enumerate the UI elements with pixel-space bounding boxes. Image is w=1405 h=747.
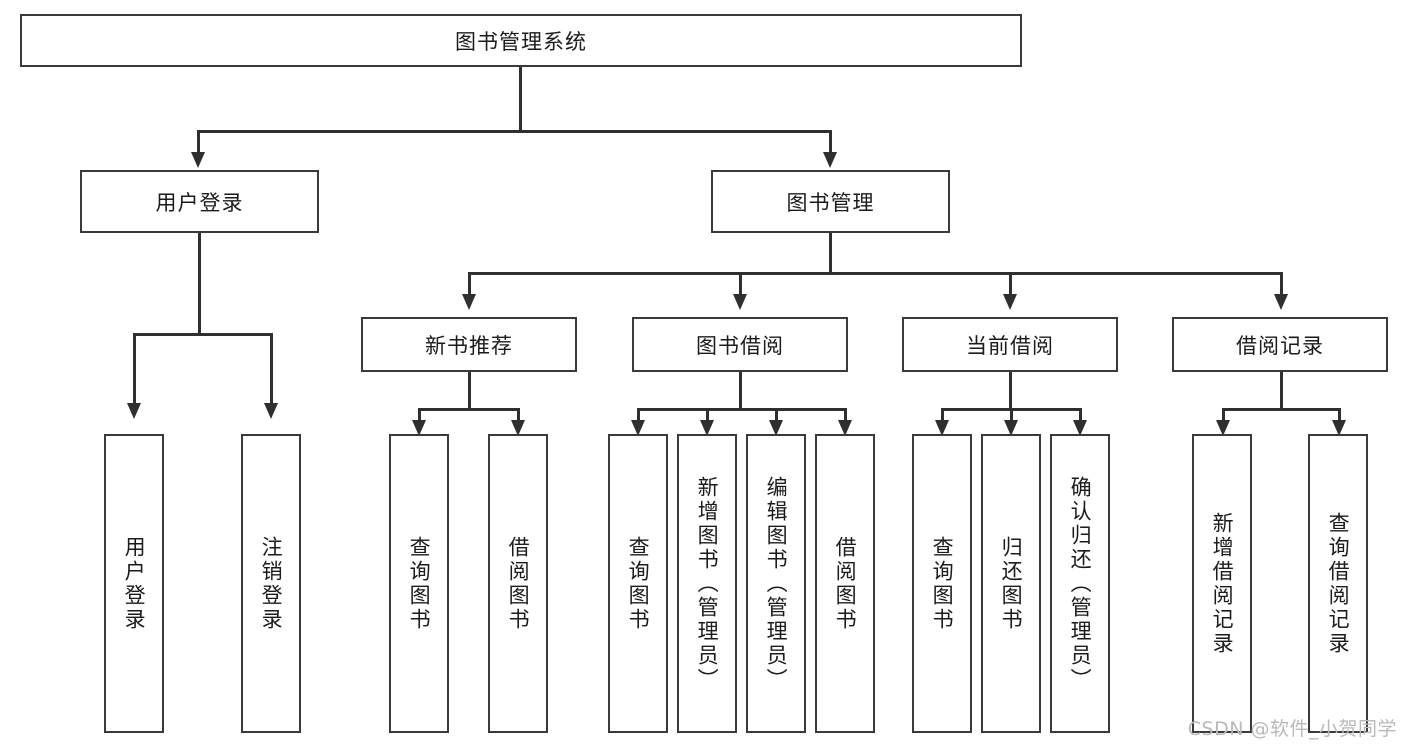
connector-book-manage-bar xyxy=(468,272,1280,275)
arrowhead-cb-c1 xyxy=(935,420,949,436)
connector-nbr-bar xyxy=(418,408,519,411)
leaf-bb-borrow-book[interactable]: 借阅图书 xyxy=(815,434,875,733)
node-new-book-recommend[interactable]: 新书推荐 xyxy=(361,317,577,372)
connector-user-login-left xyxy=(133,333,136,405)
leaf-bb-query-book[interactable]: 查询图书 xyxy=(608,434,668,733)
arrowhead-bm-child-3 xyxy=(1003,294,1017,310)
connector-bb-c1 xyxy=(637,408,640,422)
leaf-nbr-query-book[interactable]: 查询图书 xyxy=(389,434,449,733)
connector-br-left xyxy=(1222,408,1225,422)
node-root-system[interactable]: 图书管理系统 xyxy=(20,14,1022,67)
node-label: 新增借阅记录 xyxy=(1210,511,1235,656)
connector-nbr-stem xyxy=(468,372,471,410)
connector-bb-c4 xyxy=(844,408,847,422)
node-current-borrow[interactable]: 当前借阅 xyxy=(902,317,1118,372)
leaf-br-add-record[interactable]: 新增借阅记录 xyxy=(1192,434,1252,733)
leaf-user-login-logout[interactable]: 注销登录 xyxy=(241,434,301,733)
connector-book-manage-stem xyxy=(829,233,832,274)
arrowhead-bm-child-4 xyxy=(1274,294,1288,310)
leaf-cb-query-book[interactable]: 查询图书 xyxy=(912,434,972,733)
node-label: 新书推荐 xyxy=(425,333,513,358)
connector-to-user-login xyxy=(197,130,200,154)
connector-br-right xyxy=(1338,408,1341,422)
connector-cb-c3 xyxy=(1079,408,1082,422)
arrowhead-br-left xyxy=(1216,420,1230,436)
node-label: 当前借阅 xyxy=(966,333,1054,358)
connector-bm-child-1 xyxy=(468,272,471,296)
arrowhead-cb-c2 xyxy=(1004,420,1018,436)
node-label: 查询借阅记录 xyxy=(1326,511,1351,656)
node-label: 用户登录 xyxy=(155,190,244,215)
connector-cb-stem xyxy=(1009,372,1012,410)
arrowhead-br-right xyxy=(1332,420,1346,436)
node-label: 归还图书 xyxy=(999,535,1024,632)
connector-nbr-right xyxy=(517,408,520,422)
csdn-watermark: CSDN @软件_小贺同学 xyxy=(1187,718,1397,740)
arrowhead-to-user-login xyxy=(191,152,205,168)
node-label: 借阅图书 xyxy=(833,535,858,632)
node-label: 查询图书 xyxy=(930,535,955,632)
leaf-cb-confirm-return[interactable]: 确认归还（管理员） xyxy=(1050,434,1110,733)
connector-bb-bar xyxy=(637,408,846,411)
arrowhead-to-book-manage xyxy=(823,152,837,168)
arrowhead-user-login-right xyxy=(264,403,278,419)
connector-bm-child-4 xyxy=(1280,272,1283,296)
arrowhead-nbr-right xyxy=(511,420,525,436)
node-label: 图书管理系统 xyxy=(455,29,587,54)
arrowhead-bb-c2 xyxy=(700,420,714,436)
connector-bb-stem xyxy=(739,372,742,410)
connector-to-book-manage xyxy=(829,130,832,154)
connector-bm-child-3 xyxy=(1009,272,1012,296)
node-label: 借阅图书 xyxy=(506,535,531,632)
connector-root-stem xyxy=(519,67,522,132)
arrowhead-user-login-left xyxy=(127,403,141,419)
arrowhead-cb-c3 xyxy=(1073,420,1087,436)
connector-user-login-stem xyxy=(198,233,201,335)
connector-nbr-left xyxy=(418,408,421,422)
node-label: 借阅记录 xyxy=(1236,333,1324,358)
leaf-bb-add-book[interactable]: 新增图书（管理员） xyxy=(677,434,737,733)
node-book-borrow[interactable]: 图书借阅 xyxy=(632,317,848,372)
arrowhead-bb-c3 xyxy=(769,420,783,436)
leaf-user-login-login[interactable]: 用户登录 xyxy=(104,434,164,733)
arrowhead-bm-child-2 xyxy=(733,294,747,310)
connector-user-login-bar xyxy=(133,333,270,336)
connector-user-login-right xyxy=(270,333,273,405)
node-label: 注销登录 xyxy=(259,535,284,632)
node-label: 图书管理 xyxy=(786,190,875,215)
arrowhead-bb-c1 xyxy=(631,420,645,436)
connector-br-bar xyxy=(1222,408,1340,411)
node-label: 图书借阅 xyxy=(696,333,784,358)
leaf-bb-edit-book[interactable]: 编辑图书（管理员） xyxy=(746,434,806,733)
connector-bb-c2 xyxy=(706,408,709,422)
leaf-br-query-record[interactable]: 查询借阅记录 xyxy=(1308,434,1368,733)
connector-root-bar xyxy=(197,130,831,133)
node-borrow-record[interactable]: 借阅记录 xyxy=(1172,317,1388,372)
connector-br-stem xyxy=(1280,372,1283,410)
arrowhead-bb-c4 xyxy=(838,420,852,436)
arrowhead-nbr-left xyxy=(412,420,426,436)
node-label: 查询图书 xyxy=(626,535,651,632)
leaf-cb-return-book[interactable]: 归还图书 xyxy=(981,434,1041,733)
node-label: 用户登录 xyxy=(122,535,147,632)
connector-cb-c1 xyxy=(941,408,944,422)
node-user-login[interactable]: 用户登录 xyxy=(80,170,319,233)
node-label: 新增图书（管理员） xyxy=(695,475,720,692)
connector-bm-child-2 xyxy=(739,272,742,296)
connector-cb-c2 xyxy=(1010,408,1013,422)
connector-bb-c3 xyxy=(775,408,778,422)
node-label: 编辑图书（管理员） xyxy=(764,475,789,692)
arrowhead-bm-child-1 xyxy=(462,294,476,310)
node-label: 查询图书 xyxy=(407,535,432,632)
node-label: 确认归还（管理员） xyxy=(1068,475,1093,692)
node-book-manage[interactable]: 图书管理 xyxy=(711,170,950,233)
leaf-nbr-borrow-book[interactable]: 借阅图书 xyxy=(488,434,548,733)
